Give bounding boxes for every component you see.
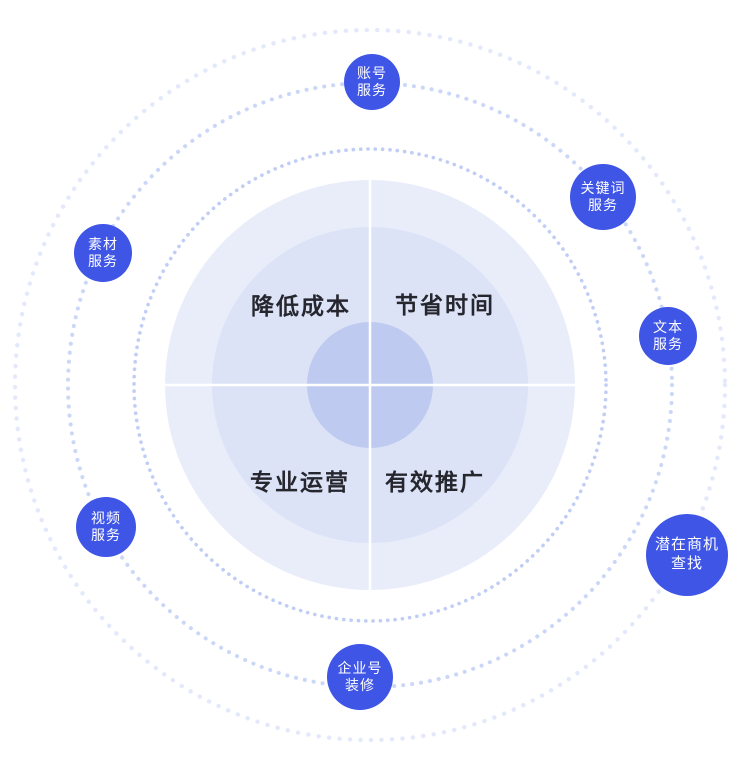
service-badge-keyword-label: 关键词 服务 xyxy=(580,179,626,214)
service-badge-material: 素材 服务 xyxy=(74,224,132,282)
quadrant-label-reduce-cost: 降低成本 xyxy=(251,293,351,319)
service-badge-video-label: 视频 服务 xyxy=(91,509,121,544)
service-badge-material-label: 素材 服务 xyxy=(88,235,118,270)
orbit-ring-outer-dotted xyxy=(12,27,728,743)
service-badge-keyword: 关键词 服务 xyxy=(570,164,636,230)
service-badge-text-label: 文本 服务 xyxy=(653,318,683,353)
service-badge-account-label: 账号 服务 xyxy=(357,64,387,99)
service-badge-video: 视频 服务 xyxy=(76,497,136,557)
service-badge-enterprise-decoration-label: 企业号 装修 xyxy=(337,659,383,694)
quadrant-label-professional-operation: 专业运营 xyxy=(250,469,350,495)
service-badge-text: 文本 服务 xyxy=(639,307,697,365)
service-badge-enterprise-decoration: 企业号 装修 xyxy=(327,644,393,710)
service-badge-potential-leads-label: 潜在商机 查找 xyxy=(654,536,719,572)
orbit-ring-inner-dotted xyxy=(132,147,608,623)
service-badge-account: 账号 服务 xyxy=(344,54,400,110)
quadrant-label-save-time: 节省时间 xyxy=(395,292,495,318)
quadrant-label-effective-promotion: 有效推广 xyxy=(385,469,485,495)
service-badge-potential-leads: 潜在商机 查找 xyxy=(646,514,728,596)
